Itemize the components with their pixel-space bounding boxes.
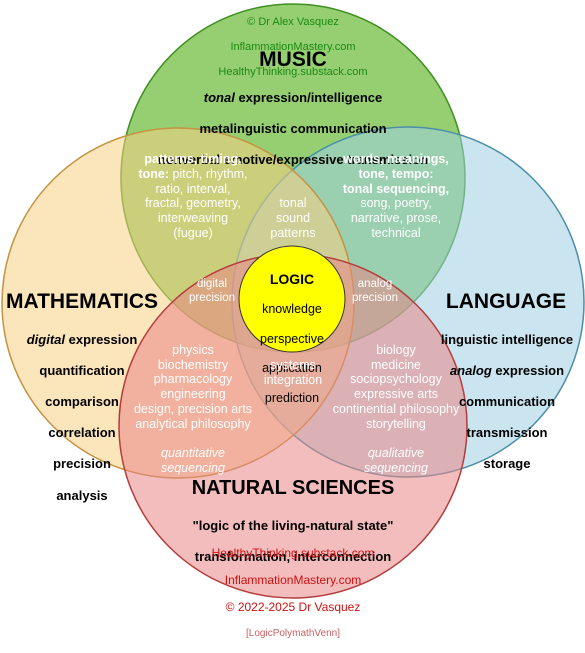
music-math-overlap-text: patterns, timing, tone: pitch, rhythm, r… (138, 152, 248, 240)
logic-line-2: perspective (260, 331, 324, 346)
music-description: tonal expression/intelligence metalingui… (143, 74, 443, 183)
language-line-5: storage (483, 456, 531, 472)
logic-circle (238, 245, 346, 353)
mathematics-line-1: digital expression (26, 331, 138, 347)
language-title: LANGUAGE (445, 290, 567, 313)
mathematics-line-4: correlation (48, 425, 116, 441)
math-sciences-fields: physics biochemistry pharmacology engine… (133, 342, 253, 431)
sciences-title: NATURAL SCIENCES (191, 477, 395, 499)
sciences-logic-overlap-text: systems integration (263, 358, 323, 387)
logic-center-text: LOGIC knowledge perspective application … (240, 256, 344, 420)
math-sciences-overlap-text: physics biochemistry pharmacology engine… (112, 328, 274, 490)
credit-site-inflammation[interactable]: InflammationMastery.com (230, 40, 356, 53)
logic-title: LOGIC (269, 270, 315, 287)
language-description: linguistic intelligence analog expressio… (432, 316, 582, 488)
language-sciences-sequencing: qualitative sequencing (364, 446, 428, 475)
logic-line-3: application (262, 361, 322, 376)
sciences-line-2: transformation, interconnection (194, 548, 392, 564)
language-sciences-overlap-text: biology medicine sociopsychology express… (316, 328, 476, 490)
credit-bottom-tag: [LogicPolymathVenn] (246, 628, 340, 640)
language-logic-overlap-text: analog precision (351, 278, 399, 304)
language-line-3: communication (458, 393, 556, 409)
sciences-line-1: "logic of the living-natural state" (192, 517, 394, 533)
language-line-2: analog expression (449, 362, 565, 378)
music-logic-overlap-text: tonal sound patterns (270, 196, 316, 240)
music-line-2: metalinguistic communication (199, 120, 387, 136)
credits-top: © Dr Alex Vasquez InflammationMastery.co… (193, 4, 393, 90)
music-line-1: tonal expression/intelligence (203, 89, 383, 105)
mathematics-title: MATHEMATICS (6, 290, 159, 313)
venn-diagram (1, 3, 585, 599)
music-title: MUSIC (259, 48, 327, 71)
credit-bottom-substack[interactable]: HealthyThinking.substack.com (211, 546, 375, 561)
math-sciences-sequencing: quantitative sequencing (161, 446, 225, 475)
mathematics-line-2: quantification (39, 362, 125, 378)
credit-bottom-copyright: © 2022-2025 Dr Vasquez (225, 600, 361, 615)
credit-site-substack[interactable]: HealthyThinking.substack.com (218, 65, 368, 78)
language-line-1: linguistic intelligence (440, 331, 574, 347)
sciences-description: "logic of the living-natural state" tran… (143, 502, 443, 580)
music-line-3: nonverbal emotive/expressive transmissio… (157, 151, 429, 167)
mathematics-line-5: precision (53, 456, 111, 472)
credit-author: © Dr Alex Vasquez (247, 16, 339, 29)
credits-bottom: HealthyThinking.substack.com Inflammatio… (168, 534, 418, 653)
language-sciences-fields: biology medicine sociopsychology express… (332, 342, 460, 431)
mathematics-description: digital expression quantification compar… (18, 316, 146, 519)
language-line-4: transmission (466, 425, 548, 441)
credit-bottom-inflammation[interactable]: InflammationMastery.com (224, 573, 362, 588)
math-logic-overlap-text: digital precision (188, 278, 236, 304)
logic-line-1: knowledge (262, 302, 322, 317)
logic-line-4: prediction (264, 390, 320, 405)
music-language-overlap-text: words, meanings, tone, tempo: tonal sequ… (342, 152, 450, 240)
mathematics-line-3: comparison (45, 393, 119, 409)
mathematics-line-6: analysis (56, 487, 108, 503)
